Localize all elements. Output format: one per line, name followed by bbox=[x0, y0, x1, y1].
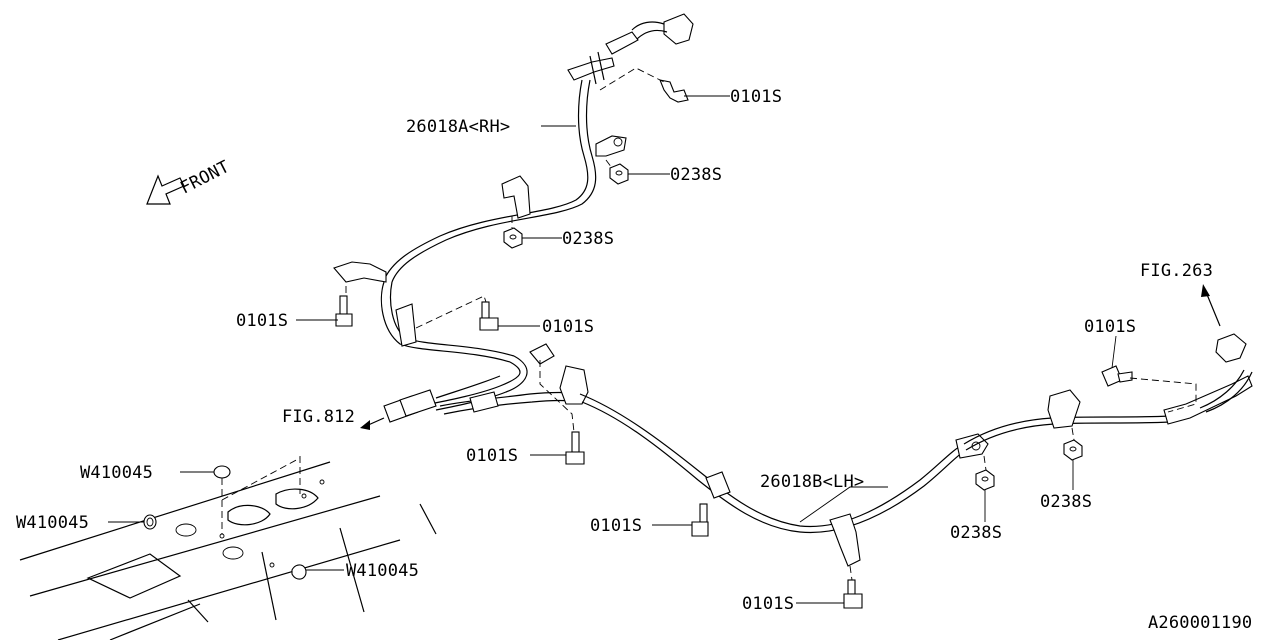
bolt-rh-mid bbox=[479, 301, 499, 331]
nut-lh-2 bbox=[1063, 439, 1083, 461]
label-nut-rh-1: 0238S bbox=[670, 165, 722, 185]
label-bolt-rh-top: 0101S bbox=[730, 87, 782, 107]
grommet-2 bbox=[143, 514, 157, 530]
figure-id: A260001190 bbox=[1148, 613, 1252, 633]
harness-lh bbox=[559, 333, 1253, 567]
label-harness-lh: 26018B<LH> bbox=[760, 472, 864, 492]
front-direction-arrow bbox=[146, 174, 185, 205]
label-bolt-lh-right: 0101S bbox=[1084, 317, 1136, 337]
bolt-rh-left bbox=[335, 295, 353, 327]
label-nut-lh-2: 0238S bbox=[1040, 492, 1092, 512]
fig-263-arrow bbox=[1201, 284, 1221, 327]
label-bolt-lh-lower: 0101S bbox=[590, 516, 642, 536]
nut-rh-2 bbox=[503, 227, 523, 249]
assembly-dashed-lines bbox=[221, 67, 1197, 581]
bolt-lh-bottom bbox=[843, 579, 863, 609]
front-label: FRONT bbox=[177, 157, 233, 199]
label-bolt-rh-mid: 0101S bbox=[542, 317, 594, 337]
bolt-lh-right bbox=[1101, 365, 1133, 387]
label-bolt-center: 0101S bbox=[466, 446, 518, 466]
label-nut-rh-2: 0238S bbox=[562, 229, 614, 249]
nut-rh-1 bbox=[609, 163, 629, 185]
harness-connector bbox=[383, 375, 581, 423]
bolt-center bbox=[565, 431, 585, 465]
grommet-3 bbox=[291, 564, 307, 580]
label-fig-812: FIG.812 bbox=[282, 407, 355, 427]
label-grommet-3: W410045 bbox=[346, 561, 419, 581]
label-bolt-lh-bottom: 0101S bbox=[742, 594, 794, 614]
harness-rh bbox=[333, 13, 694, 411]
nut-lh-1 bbox=[975, 469, 995, 491]
fig-812-arrow bbox=[360, 417, 385, 430]
label-grommet-1: W410045 bbox=[80, 463, 153, 483]
label-harness-rh: 26018A<RH> bbox=[406, 117, 510, 137]
bolt-lh-lower bbox=[691, 503, 709, 537]
label-bolt-rh-left: 0101S bbox=[236, 311, 288, 331]
bolt-rh-top bbox=[659, 79, 689, 103]
label-grommet-2: W410045 bbox=[16, 513, 89, 533]
label-fig-263: FIG.263 bbox=[1140, 261, 1213, 281]
grommet-1 bbox=[213, 465, 231, 479]
label-nut-lh-1: 0238S bbox=[950, 523, 1002, 543]
leader-lines bbox=[108, 95, 1117, 604]
floor-panel bbox=[19, 461, 437, 640]
